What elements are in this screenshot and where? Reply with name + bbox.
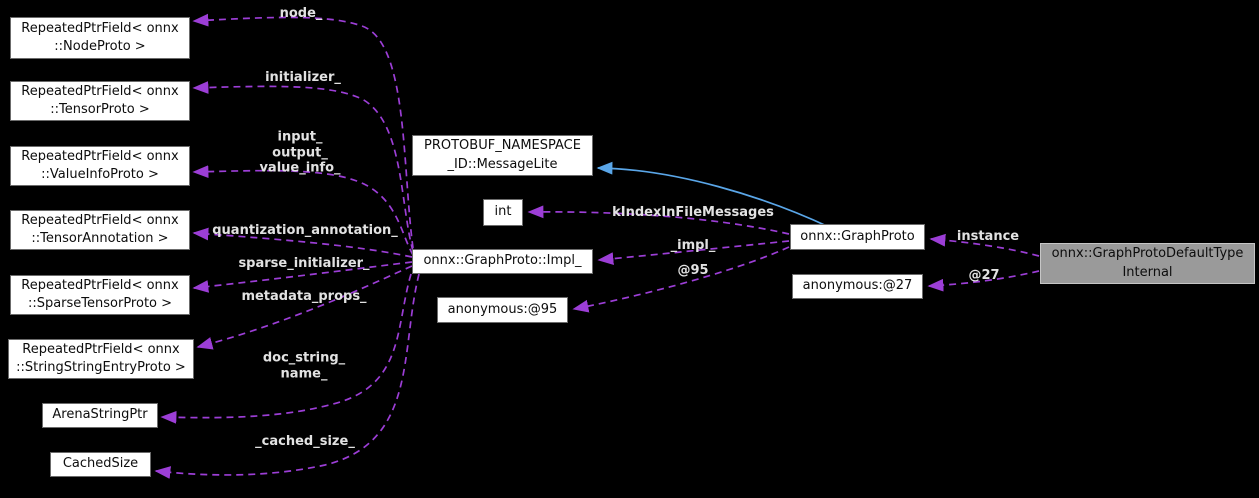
node-repeatedptrfield-valueinfoproto[interactable]: RepeatedPtrField< onnx ::ValueInfoProto … <box>10 146 190 186</box>
edge-node <box>192 13 414 249</box>
edge-sparse-initializer <box>192 261 413 293</box>
edge-inheritance-messagelite <box>596 161 830 228</box>
edge-label-initializer: initializer_ <box>265 70 341 86</box>
edge-at27 <box>927 270 1040 292</box>
node-label: onnx::GraphProtoDefaultType Internal <box>1051 246 1244 280</box>
node-anonymous-95[interactable]: anonymous:@95 <box>437 297 568 323</box>
edge-label-sparse-initializer: sparse_initializer_ <box>238 256 370 272</box>
node-repeatedptrfield-nodeproto[interactable]: RepeatedPtrField< onnx ::NodeProto > <box>10 17 190 59</box>
node-label: RepeatedPtrField< onnx ::TensorProto > <box>21 83 179 117</box>
node-label: CachedSize <box>62 456 139 472</box>
node-label: RepeatedPtrField< onnx ::ValueInfoProto … <box>21 148 179 182</box>
node-label: int <box>494 204 512 220</box>
edge-initializer <box>192 81 414 252</box>
edge-label-kindexinfilemessages: kIndexInFileMessages <box>612 205 774 221</box>
edge-label-input-output-value-info: input_ output_ value_info_ <box>259 129 341 176</box>
node-graphproto-impl[interactable]: onnx::GraphProto::Impl_ <box>412 249 593 274</box>
node-repeatedptrfield-tensorproto[interactable]: RepeatedPtrField< onnx ::TensorProto > <box>10 81 190 121</box>
node-repeatedptrfield-sparsetensorproto[interactable]: RepeatedPtrField< onnx ::SparseTensorPro… <box>10 275 190 315</box>
edge-quantization-annotation <box>192 227 413 258</box>
edge-instance <box>929 233 1040 257</box>
node-label: RepeatedPtrField< onnx ::StringStringEnt… <box>16 341 186 375</box>
edge-label-at95: @95 <box>677 263 709 279</box>
node-label: onnx::GraphProto::Impl_ <box>423 253 582 269</box>
edge-label-quantization-annotation: quantization_annotation_ <box>212 223 398 239</box>
node-label: RepeatedPtrField< onnx ::SparseTensorPro… <box>21 277 179 311</box>
edge-label-impl: _impl_ <box>670 238 716 254</box>
edge-kindexinfilemessages <box>527 205 790 235</box>
edge-label-node: node_ <box>279 6 323 22</box>
node-graphproto[interactable]: onnx::GraphProto <box>790 224 925 250</box>
edge-label-at27: @27 <box>968 268 1000 284</box>
node-repeatedptrfield-stringstringentryproto[interactable]: RepeatedPtrField< onnx ::StringStringEnt… <box>8 339 194 379</box>
edge-label-instance: instance <box>956 229 1020 245</box>
node-label: PROTOBUF_NAMESPACE _ID::MessageLite <box>424 138 581 172</box>
node-graphproto-defaulttypeinternal: onnx::GraphProtoDefaultType Internal <box>1040 243 1255 284</box>
node-messagelite[interactable]: PROTOBUF_NAMESPACE _ID::MessageLite <box>412 135 593 176</box>
node-arenastringptr[interactable]: ArenaStringPtr <box>42 403 158 428</box>
node-label: anonymous:@27 <box>802 278 913 294</box>
node-anonymous-27[interactable]: anonymous:@27 <box>792 274 923 299</box>
edge-label-doc-string-name: doc_string_ name_ <box>262 350 346 381</box>
edge-label-cached-size: _cached_size_ <box>255 434 355 450</box>
node-label: onnx::GraphProto <box>800 228 915 244</box>
edge-doc-string-name <box>160 273 412 424</box>
node-repeatedptrfield-tensorannotation[interactable]: RepeatedPtrField< onnx ::TensorAnnotatio… <box>10 210 190 250</box>
edge-cached-size <box>154 273 420 479</box>
edge-label-metadata-props: metadata_props_ <box>241 289 367 305</box>
node-label: RepeatedPtrField< onnx ::NodeProto > <box>21 20 179 54</box>
node-int[interactable]: int <box>483 199 523 226</box>
node-label: RepeatedPtrField< onnx ::TensorAnnotatio… <box>21 212 179 246</box>
node-label: ArenaStringPtr <box>52 407 148 423</box>
node-cachedsize[interactable]: CachedSize <box>50 452 151 477</box>
node-label: anonymous:@95 <box>447 301 558 317</box>
edge-input-output-value-info <box>192 165 414 256</box>
edge-metadata-props <box>196 265 413 350</box>
